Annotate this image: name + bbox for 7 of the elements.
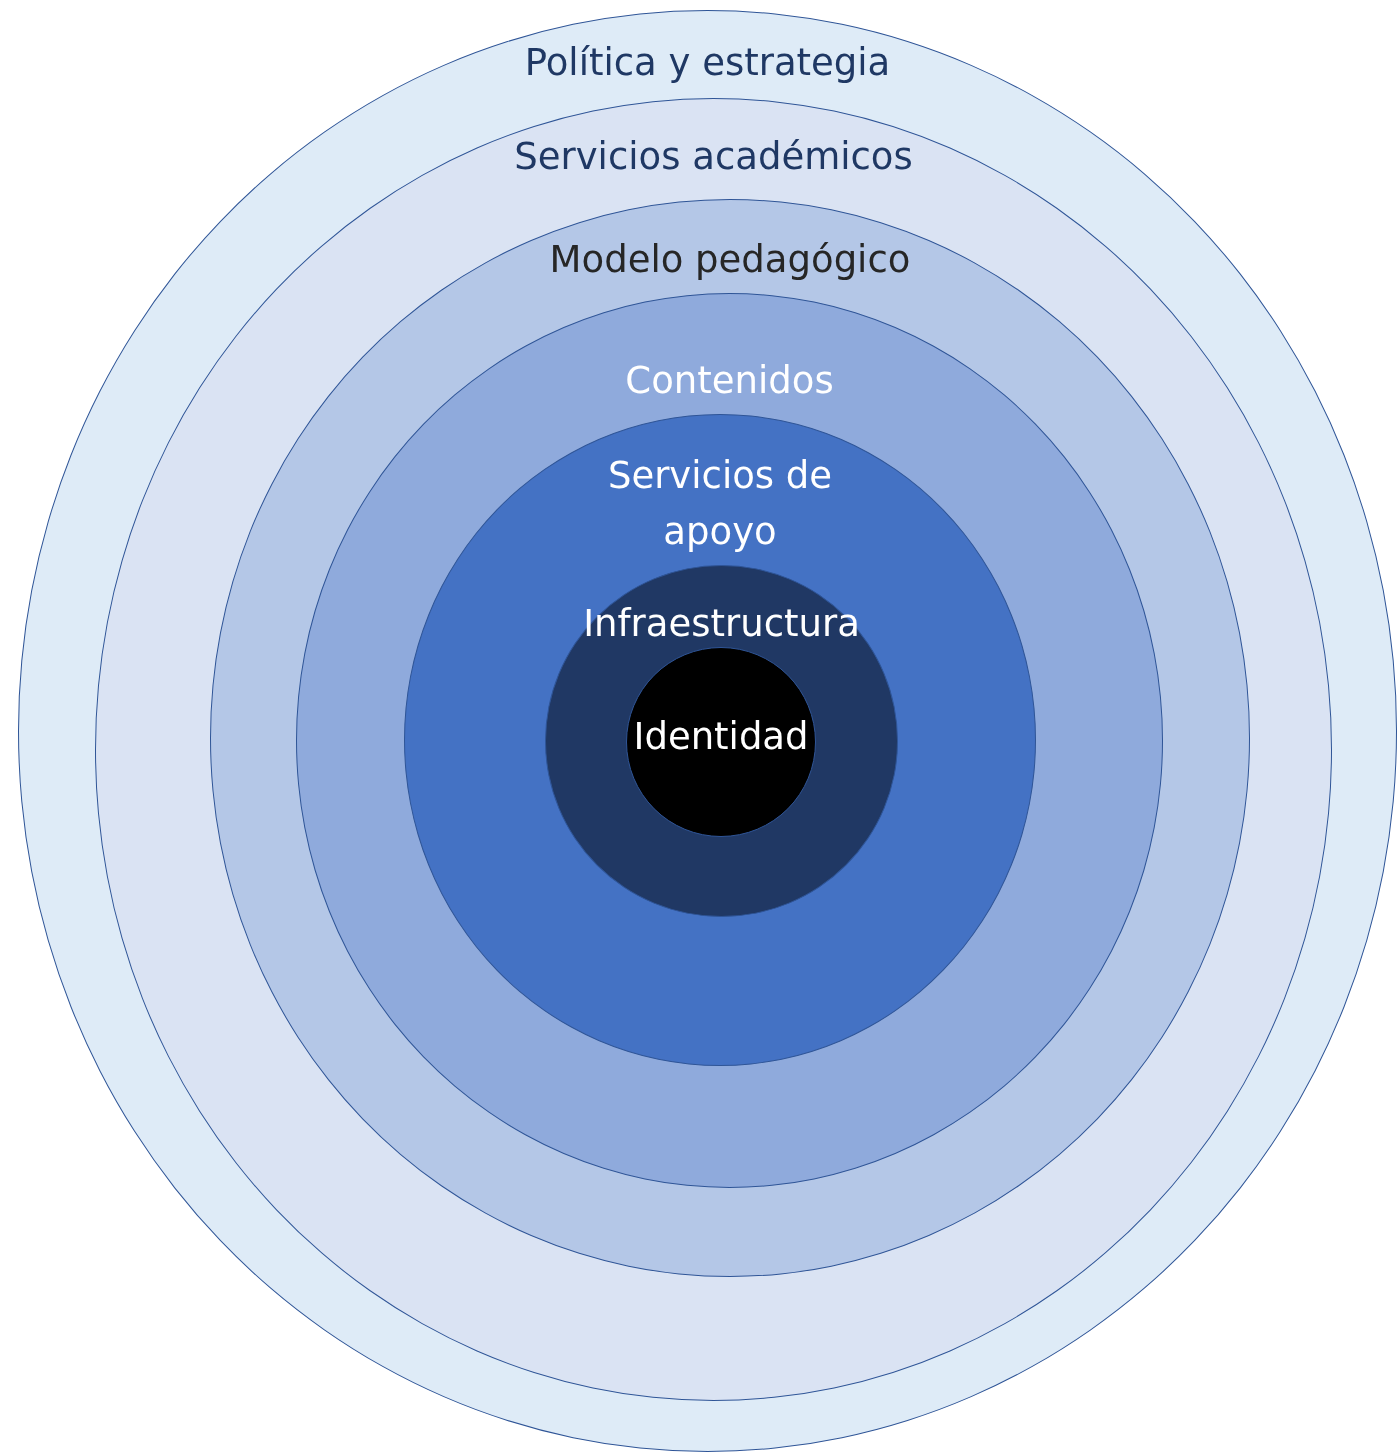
layer-label: Infraestructura [583,601,860,647]
layer-label: Política y estrategia [524,40,891,86]
layer-label: Identidad [633,714,809,760]
layer-label: Servicios académicos [514,134,913,180]
layer-label: Modelo pedagógico [549,237,911,283]
layer-label: Servicios de apoyo [606,453,834,555]
layer-label: Contenidos [625,358,834,404]
